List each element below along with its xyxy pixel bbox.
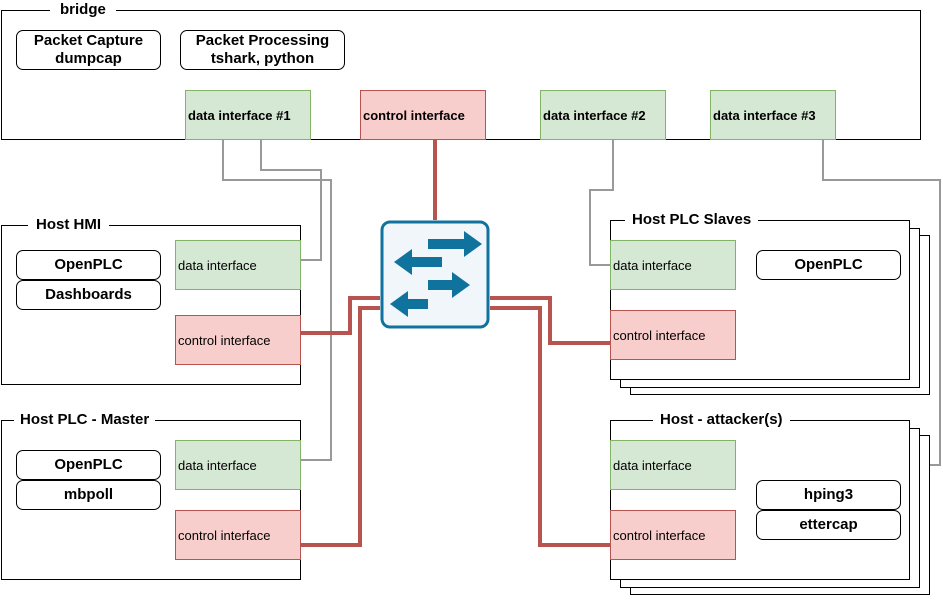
- host-plc-master-title: Host PLC - Master: [14, 411, 156, 429]
- host-hmi-app-dashboards: Dashboards: [16, 280, 161, 310]
- host-plc-slaves-control-interface: control interface: [610, 310, 736, 360]
- packet-processing-tools: tshark, python: [210, 50, 315, 67]
- data-link-bridge1-hmi: [260, 140, 322, 261]
- host-plc-slaves-app-openplc: OpenPLC: [756, 250, 901, 280]
- control-link-hmi: [301, 296, 380, 335]
- network-switch-icon: [380, 220, 490, 329]
- bridge-data-interface-1: data interface #1: [185, 90, 311, 140]
- data-link-bridge2-slaves: [589, 140, 614, 266]
- control-link-master: [301, 306, 380, 547]
- host-hmi-control-interface: control interface: [175, 315, 301, 365]
- packet-capture-box: Packet Capture dumpcap: [16, 30, 161, 70]
- packet-capture-tool: dumpcap: [55, 50, 122, 67]
- control-link-slaves: [490, 296, 610, 345]
- host-attackers-app-ettercap: ettercap: [756, 510, 901, 540]
- packet-processing-box: Packet Processing tshark, python: [180, 30, 345, 70]
- host-hmi-app-openplc: OpenPLC: [16, 250, 161, 280]
- host-plc-master-app-openplc: OpenPLC: [16, 450, 161, 480]
- host-plc-slaves-data-interface: data interface: [610, 240, 736, 290]
- host-plc-master-data-interface: data interface: [175, 440, 301, 490]
- packet-processing-label: Packet Processing: [195, 32, 330, 49]
- host-attackers-control-interface: control interface: [610, 510, 736, 560]
- bridge-title: bridge: [50, 1, 116, 19]
- host-attackers-title: Host - attacker(s): [653, 411, 790, 429]
- bridge-data-interface-2: data interface #2: [540, 90, 666, 140]
- host-plc-slaves-title: Host PLC Slaves: [625, 211, 759, 229]
- control-link-attacker: [490, 306, 610, 547]
- packet-capture-label: Packet Capture: [33, 32, 144, 49]
- host-attackers-data-interface: data interface: [610, 440, 736, 490]
- data-link-bridge1-master: [222, 140, 332, 461]
- host-plc-master-app-mbpoll: mbpoll: [16, 480, 161, 510]
- host-plc-master-control-interface: control interface: [175, 510, 301, 560]
- bridge-data-interface-3: data interface #3: [710, 90, 836, 140]
- bridge-control-interface: control interface: [360, 90, 486, 140]
- host-hmi-title: Host HMI: [28, 216, 109, 234]
- host-attackers-app-hping3: hping3: [756, 480, 901, 510]
- host-hmi-data-interface: data interface: [175, 240, 301, 290]
